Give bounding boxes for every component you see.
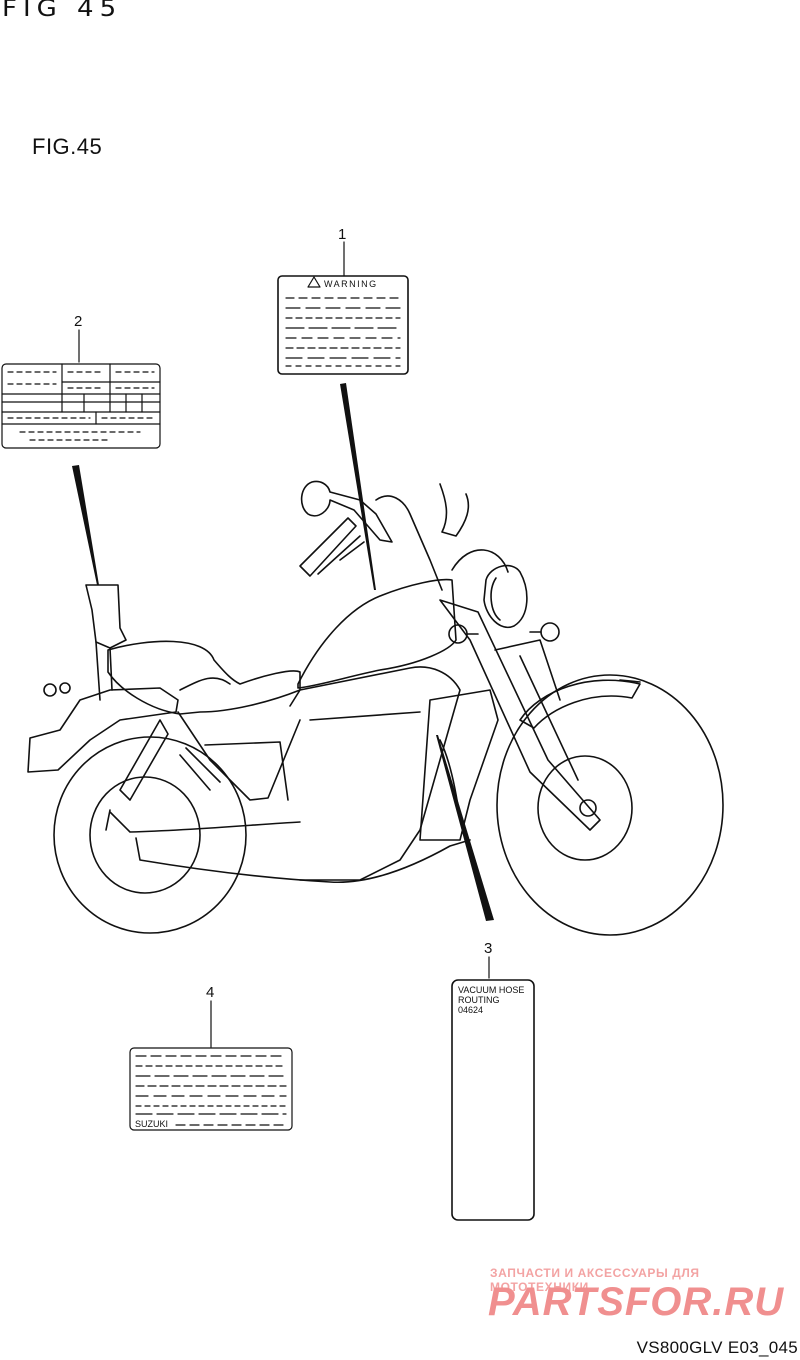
vacuum-hose-label-part-3 bbox=[451, 979, 535, 1221]
figure-title: FIG.45 bbox=[32, 134, 103, 159]
suzuki-label-part-4 bbox=[129, 1047, 293, 1131]
callout-3: 3 bbox=[484, 940, 493, 957]
watermark-tagline: ЗАПЧАСТИ И АКСЕССУАРЫ ДЛЯ МОТОТЕХНИКИ bbox=[490, 1266, 700, 1294]
vacuum-hose-line-2: ROUTING bbox=[458, 995, 500, 1005]
vacuum-hose-label-text: VACUUM HOSE ROUTING 04624 bbox=[458, 985, 524, 1015]
vacuum-hose-line-3: 04624 bbox=[458, 1005, 484, 1015]
warning-label-part-1 bbox=[277, 275, 409, 375]
info-label-part-2 bbox=[1, 363, 161, 449]
watermark-logo: PARTSFOR.RU bbox=[488, 1280, 785, 1324]
callout-2: 2 bbox=[74, 313, 83, 330]
handwritten-figure-note: FIG 45 bbox=[2, 0, 123, 23]
motorcycle-outline bbox=[27, 480, 724, 936]
vacuum-hose-line-1: VACUUM HOSE bbox=[458, 985, 525, 995]
callout-4: 4 bbox=[206, 984, 215, 1001]
suzuki-brand-text: SUZUKI bbox=[135, 1119, 169, 1129]
leader-lines bbox=[72, 383, 494, 921]
callout-1: 1 bbox=[338, 226, 347, 243]
warning-label-heading: WARNING bbox=[324, 279, 378, 289]
diagram-code: VS800GLV E03_045 bbox=[636, 1338, 798, 1357]
